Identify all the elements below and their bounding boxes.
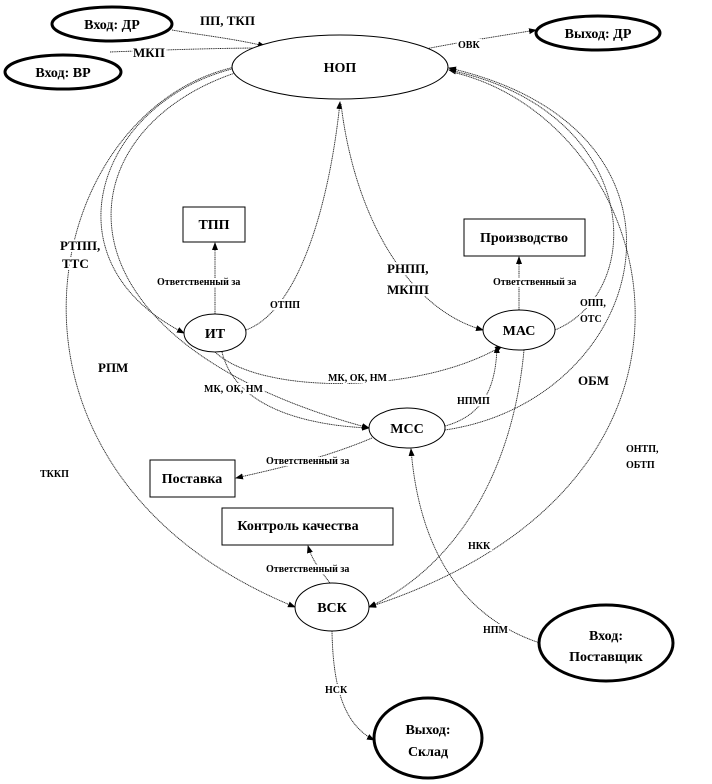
edge-rnpp-mkpp: [340, 103, 484, 332]
node-quality-control[interactable]: Контроль качества: [221, 507, 394, 546]
edge-npm: [408, 448, 541, 644]
edge-ontp-obtp: [368, 71, 636, 608]
edge-responsible-quality: [307, 545, 331, 584]
node-input-vr[interactable]: Вход: ВР: [3, 53, 123, 91]
label-responsible-production: Ответственный за: [493, 277, 576, 288]
label-npm: НПМ: [483, 625, 509, 636]
edge-nkk: [368, 349, 525, 608]
label-pp-tkp: ПП, ТКП: [200, 13, 255, 28]
node-tpp-label: ТПП: [198, 218, 229, 233]
node-nop-label: НОП: [324, 61, 357, 76]
label-mkp: МКП: [133, 45, 165, 60]
node-nop[interactable]: НОП: [231, 34, 449, 100]
node-output-dr-label: Выход: ДР: [565, 27, 632, 42]
node-quality-label: Контроль качества: [237, 519, 358, 534]
label-opp: ОПП,: [580, 298, 606, 309]
label-responsible-supply: Ответственный за: [266, 456, 349, 467]
edge-npmp: [444, 345, 500, 427]
node-vsk[interactable]: ВСК: [294, 582, 370, 632]
edge-mkp: [109, 45, 266, 53]
node-input-supplier-label-2: Поставщик: [569, 650, 644, 665]
label-otpp: ОТПП: [270, 300, 300, 311]
label-npmp: НПМП: [457, 396, 490, 407]
node-input-dr-label: Вход: ДР: [84, 18, 140, 33]
label-mkpp: МКПП: [387, 282, 429, 297]
label-rpm: РПМ: [98, 360, 128, 375]
label-nsk: НСК: [325, 685, 348, 696]
label-ovk: ОВК: [458, 40, 480, 51]
label-nkk: НКК: [468, 541, 491, 552]
label-tkkp: ТККП: [40, 469, 69, 480]
label-rnpp: РНПП,: [387, 261, 429, 276]
node-mas-label: МАС: [503, 324, 536, 339]
node-input-supplier-label-1: Вход:: [589, 629, 623, 644]
node-output-warehouse[interactable]: Выход: Склад: [372, 696, 484, 780]
label-tts: ТТС: [62, 256, 89, 271]
node-output-warehouse-label-1: Выход:: [405, 723, 450, 738]
node-mss[interactable]: МСС: [368, 407, 446, 449]
node-production[interactable]: Производство: [463, 218, 586, 257]
edge-ovk: [419, 28, 537, 51]
edge-rtpp-tts: [100, 67, 237, 334]
edge-responsible-supply: [235, 437, 373, 480]
label-mk-ok-nm-bottom: МК, ОК, НМ: [204, 384, 263, 395]
edge-labels: ПП, ТКП МКП ОВК РТПП, ТТС Ответственный …: [38, 11, 661, 698]
edge-tkkp: [65, 66, 296, 608]
label-responsible-tpp: Ответственный за: [157, 277, 240, 288]
node-supply-label: Поставка: [162, 472, 223, 487]
label-responsible-quality: Ответственный за: [266, 564, 349, 575]
edge-opp-ots: [448, 68, 615, 331]
label-ontp: ОНТП,: [626, 444, 659, 455]
edge-mk-ok-nm-bottom: [221, 351, 370, 431]
node-it-label: ИТ: [205, 327, 226, 342]
node-it[interactable]: ИТ: [183, 313, 247, 353]
node-production-label: Производство: [480, 231, 568, 246]
edge-rpm: [110, 71, 370, 430]
label-mk-ok-nm-top: МК, ОК, НМ: [328, 373, 387, 384]
edge-otpp: [245, 101, 343, 331]
node-output-dr[interactable]: Выход: ДР: [534, 14, 662, 52]
edges: [65, 28, 636, 741]
node-input-dr[interactable]: Вход: ДР: [50, 5, 174, 43]
node-supply[interactable]: Поставка: [149, 459, 236, 498]
node-mas[interactable]: МАС: [482, 309, 556, 351]
label-obm: ОБМ: [578, 373, 609, 388]
node-vsk-label: ВСК: [317, 601, 347, 616]
node-tpp[interactable]: ТПП: [182, 206, 246, 243]
node-input-supplier[interactable]: Вход: Поставщик: [537, 603, 675, 683]
label-rtpp: РТПП,: [60, 238, 100, 253]
edge-nsk: [331, 630, 375, 741]
edge-obm: [444, 66, 628, 431]
edge-pp-tkp: [171, 29, 266, 48]
node-output-warehouse-label-2: Склад: [408, 745, 448, 760]
node-mss-label: МСС: [390, 422, 423, 437]
edge-mk-ok-nm-top: [214, 345, 503, 384]
label-ots: ОТС: [580, 314, 602, 325]
node-input-vr-label: Вход: ВР: [35, 66, 91, 81]
label-obtp: ОБТП: [626, 460, 655, 471]
